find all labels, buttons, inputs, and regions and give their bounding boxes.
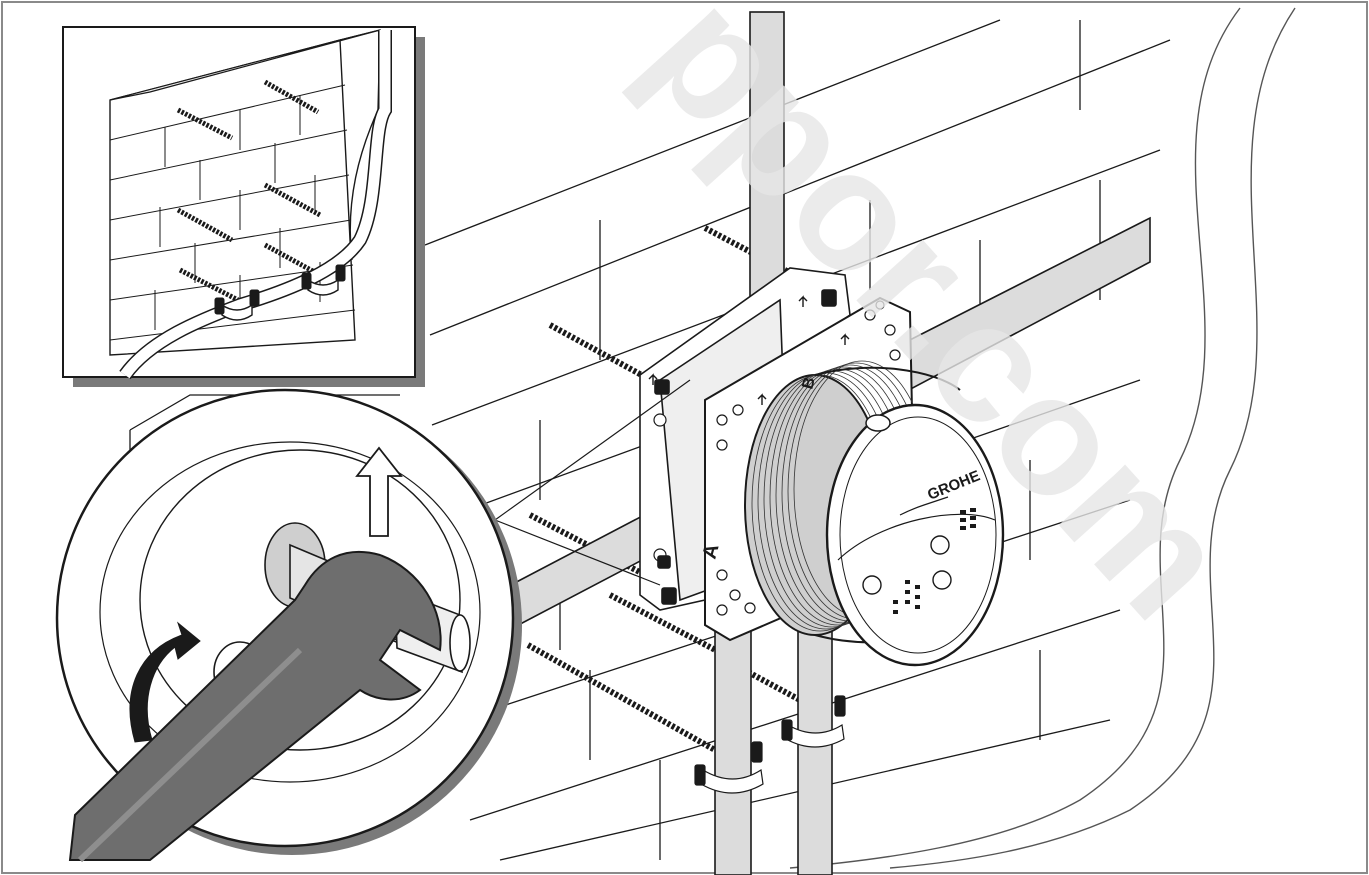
thermostat-cylinder (744, 360, 1005, 667)
port-b-label: B (799, 375, 818, 391)
wall-blocks (129, 19, 1171, 861)
wall-edge-curve (789, 7, 1296, 869)
port-a-label: A (699, 542, 724, 562)
pipe-clamps (694, 695, 846, 794)
lower-pipe-left (714, 629, 752, 875)
brand-wave-icon (899, 496, 949, 516)
up-arrow-icon (355, 446, 403, 537)
rotate-clockwise-icon (129, 621, 201, 743)
callout-lines (494, 379, 691, 586)
wrench-tool (68, 550, 442, 863)
inset-panel (62, 26, 425, 387)
direction-arrow-marks (648, 295, 850, 405)
